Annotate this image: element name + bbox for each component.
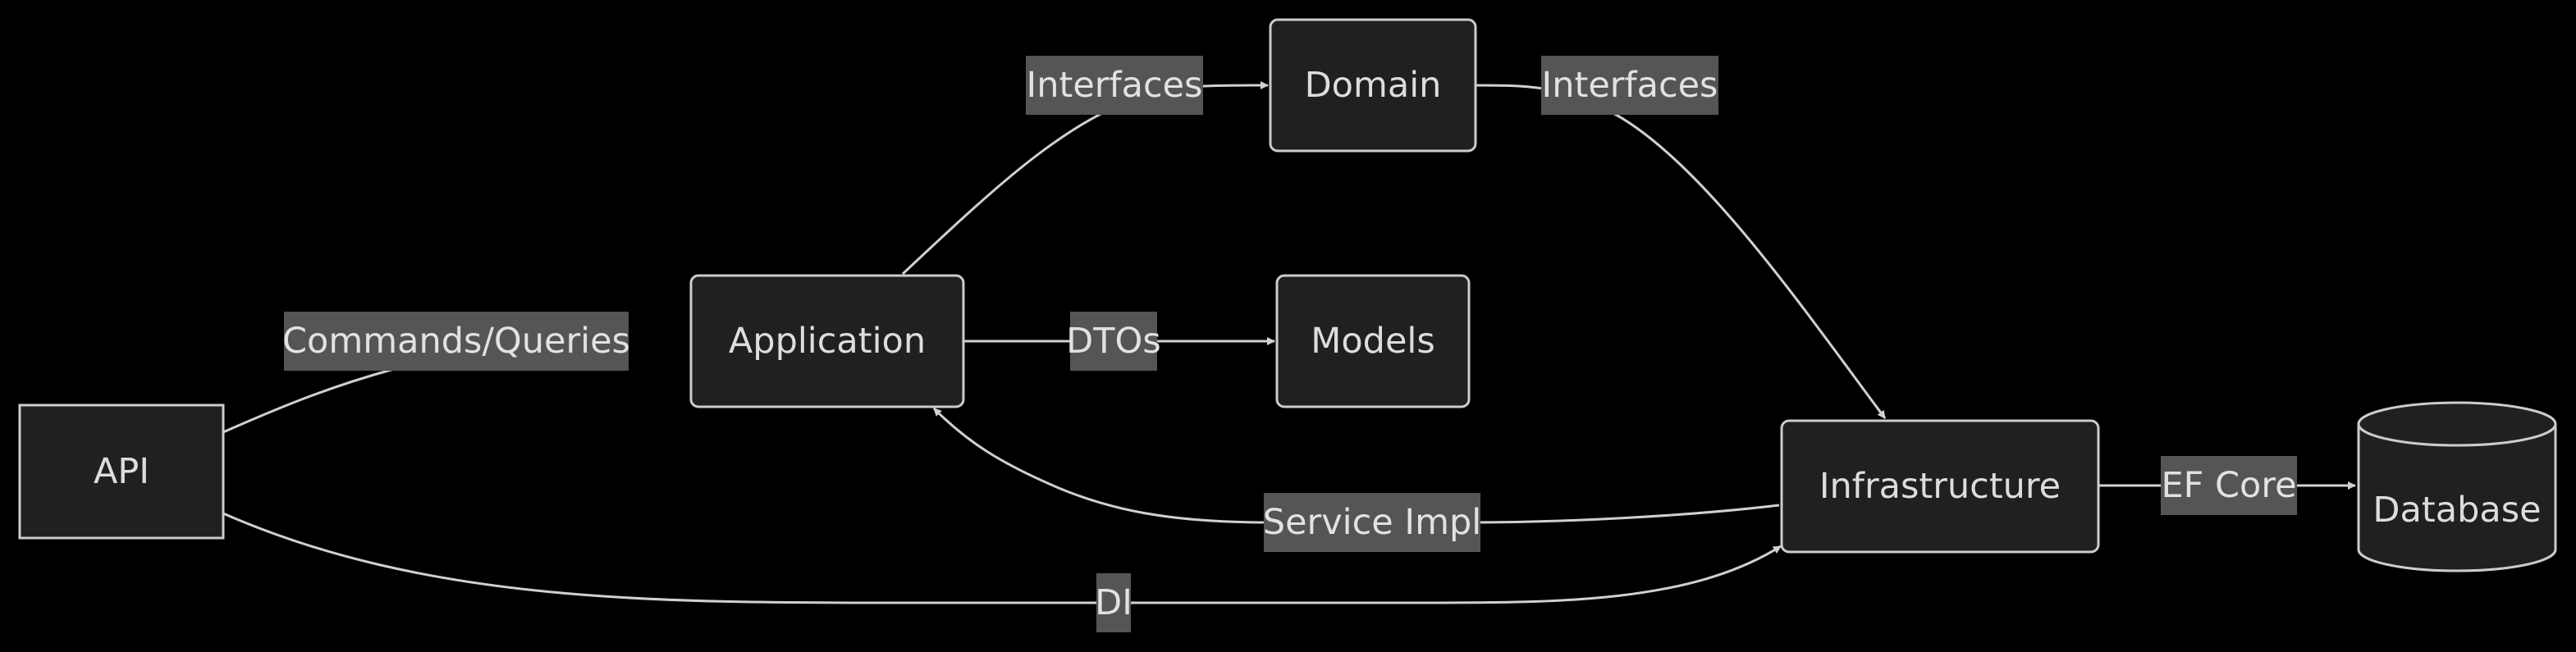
svg-text:EF Core: EF Core <box>2161 465 2296 506</box>
node-application: Application <box>689 274 965 408</box>
edge-infrastructure-to-application <box>932 407 1780 524</box>
svg-text:Application: Application <box>729 321 926 362</box>
svg-text:Interfaces: Interfaces <box>1542 65 1718 106</box>
edge-label-interfaces-domain: Interfaces <box>1541 56 1718 115</box>
node-database: Database <box>2357 401 2557 572</box>
svg-text:DTOs: DTOs <box>1066 321 1161 362</box>
edge-label-ef-core: EF Core <box>2161 456 2297 515</box>
svg-text:Commands/Queries: Commands/Queries <box>282 321 630 362</box>
svg-text:Domain: Domain <box>1305 65 1442 106</box>
edge-label-interfaces-application: Interfaces <box>1026 56 1203 115</box>
svg-text:API: API <box>94 451 149 492</box>
edge-label-service-impl: Service Impl <box>1263 493 1481 552</box>
svg-text:Database: Database <box>2372 490 2541 531</box>
svg-text:Interfaces: Interfaces <box>1027 65 1203 106</box>
svg-text:DI: DI <box>1095 582 1132 623</box>
edge-domain-to-infrastructure <box>1474 84 1887 419</box>
node-models: Models <box>1275 274 1471 408</box>
edge-label-dtos: DTOs <box>1066 312 1161 371</box>
svg-text:Service Impl: Service Impl <box>1263 502 1481 543</box>
edge-api-to-application <box>222 338 629 434</box>
edge-label-di: DI <box>1095 573 1132 632</box>
svg-text:Infrastructure: Infrastructure <box>1819 466 2061 507</box>
edge-api-to-infrastructure <box>222 512 1782 604</box>
svg-text:Models: Models <box>1311 321 1435 362</box>
node-domain: Domain <box>1269 18 1477 153</box>
node-infrastructure: Infrastructure <box>1780 419 2100 554</box>
node-api: API <box>18 404 225 540</box>
edge-label-commands-queries: Commands/Queries <box>282 312 630 371</box>
